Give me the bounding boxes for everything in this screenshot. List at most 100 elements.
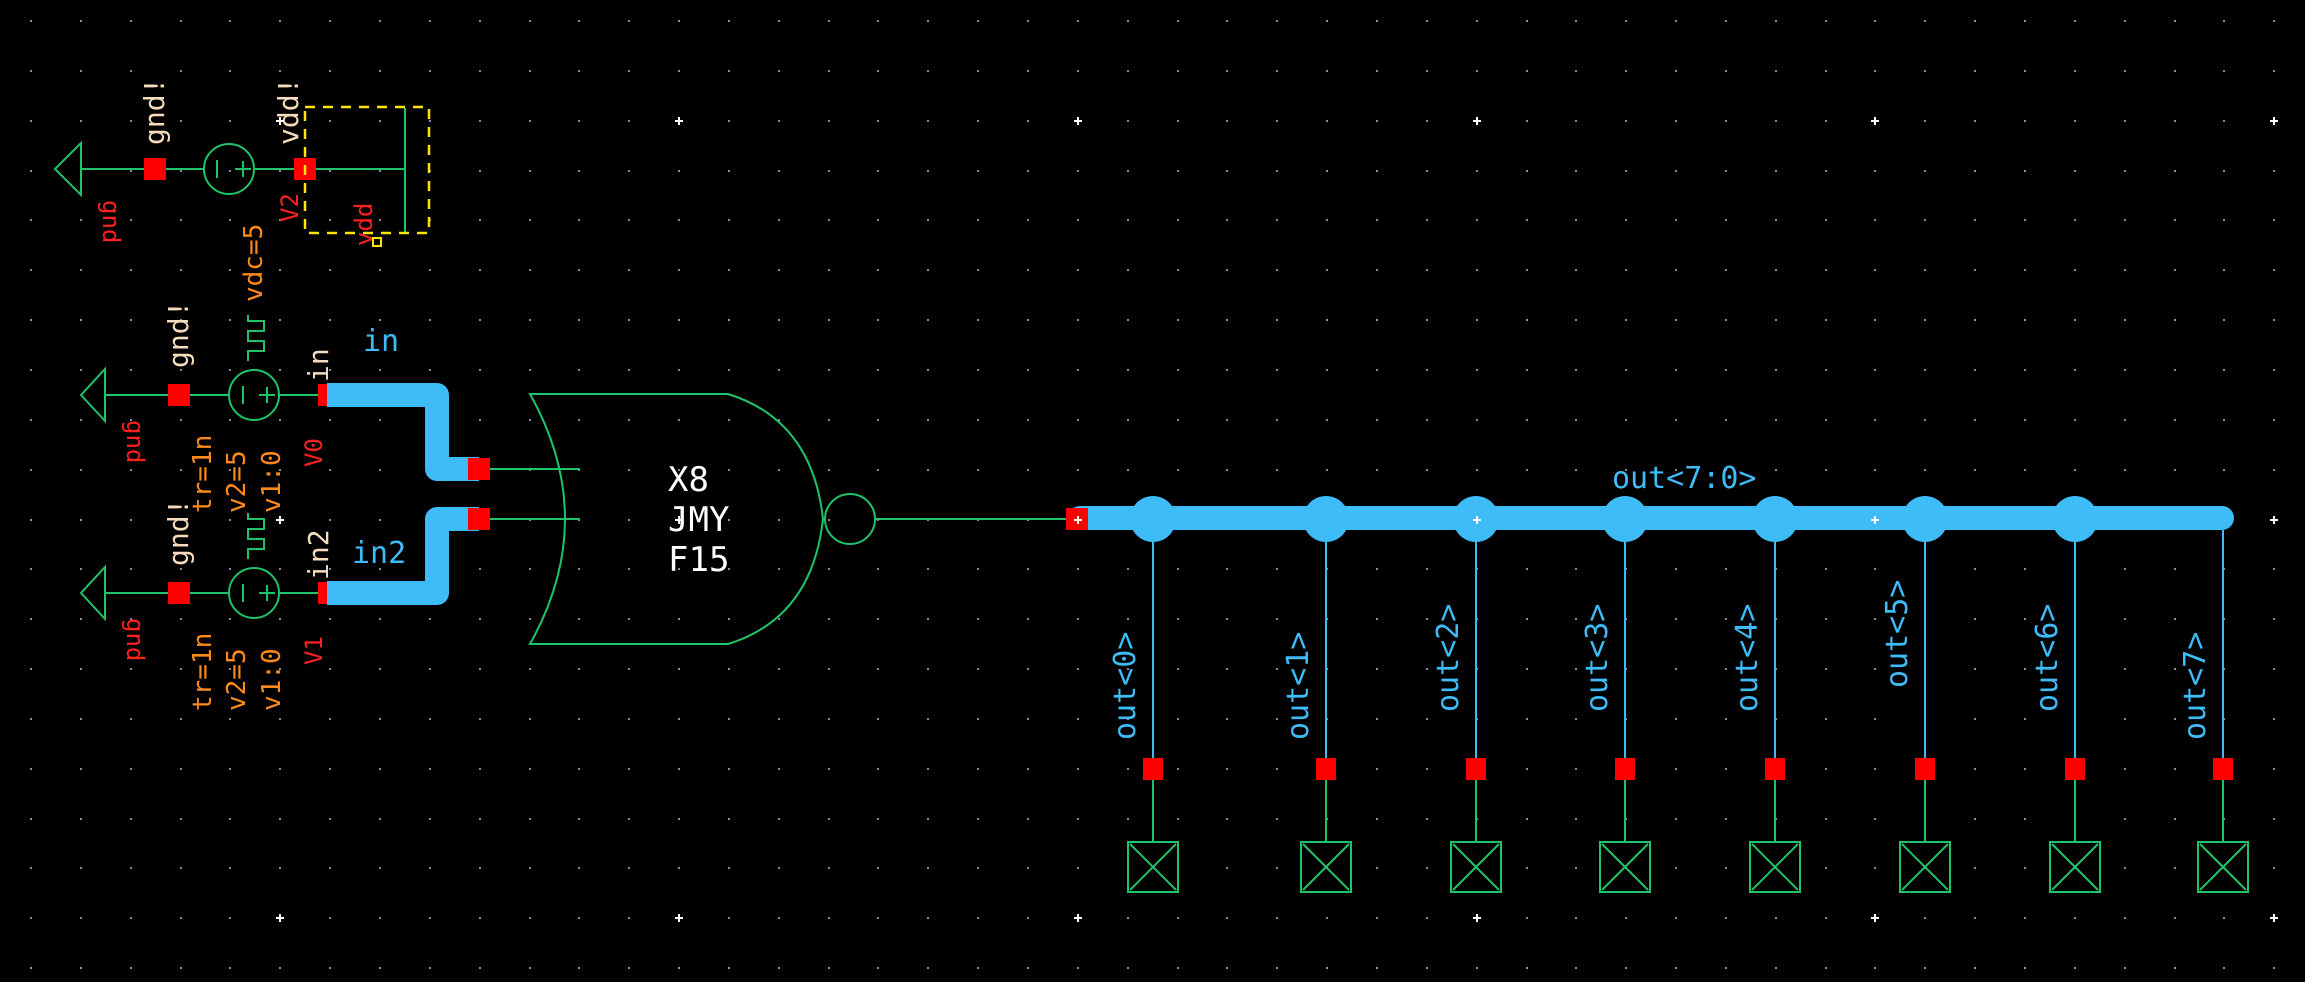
bus-tap-7[interactable]: out<7> xyxy=(2178,530,2249,893)
grid-dot xyxy=(1226,419,1228,421)
grid-dot xyxy=(529,369,531,371)
grid-dot xyxy=(279,867,281,869)
grid-dot xyxy=(2273,369,2275,371)
pin-label-gnd: gnd! xyxy=(138,78,171,145)
pin-out[interactable] xyxy=(2213,758,2233,780)
grid-dot xyxy=(927,768,929,770)
grid-dot xyxy=(229,170,231,172)
grid-dot xyxy=(1526,818,1528,820)
grid-dot xyxy=(229,319,231,321)
grid-dot xyxy=(1625,120,1627,122)
grid-dot xyxy=(1127,419,1129,421)
grid-dot xyxy=(1974,70,1976,72)
grid-dot xyxy=(678,618,680,620)
bus-tap-5[interactable]: out<5> xyxy=(1880,496,1951,893)
nor-gate-x8[interactable]: X8 JMY F15 xyxy=(490,393,1066,645)
pin-out[interactable] xyxy=(1143,758,1163,780)
pin-out[interactable] xyxy=(1466,758,1486,780)
pin-out[interactable] xyxy=(1316,758,1336,780)
grid-dot xyxy=(1426,20,1428,22)
grid-dot xyxy=(1276,369,1278,371)
output-terminal-icon[interactable] xyxy=(1899,841,1951,893)
grid-dot xyxy=(229,369,231,371)
tap-label: out<2> xyxy=(1431,604,1466,712)
grid-dot xyxy=(1077,369,1079,371)
grid-dot xyxy=(1326,967,1328,969)
bus-tap-6[interactable]: out<6> xyxy=(2030,496,2101,893)
gate-lib-name: F15 xyxy=(668,540,729,580)
bus-tap-0[interactable]: out<0> xyxy=(1108,496,1179,893)
grid-dot xyxy=(80,618,82,620)
grid-dot xyxy=(1127,20,1129,22)
output-terminal-icon[interactable] xyxy=(2197,841,2249,893)
pin-gnd[interactable] xyxy=(168,582,190,604)
grid-dot xyxy=(130,219,132,221)
grid-dot xyxy=(828,917,830,919)
output-terminal-icon[interactable] xyxy=(1450,841,1502,893)
grid-dot xyxy=(628,219,630,221)
net-in[interactable] xyxy=(327,383,479,481)
pin-out[interactable] xyxy=(1615,758,1635,780)
grid-major-cross-icon xyxy=(2270,516,2278,524)
grid-dot xyxy=(1874,668,1876,670)
output-terminal-icon[interactable] xyxy=(1127,841,1179,893)
grid-dot xyxy=(30,170,32,172)
grid-dot xyxy=(927,120,929,122)
grid-dot xyxy=(379,718,381,720)
grid-dot xyxy=(1775,319,1777,321)
gate-pin-a[interactable] xyxy=(468,458,490,480)
grid-dot xyxy=(2074,20,2076,22)
grid-major-cross-icon xyxy=(1473,117,1481,125)
grid-dot xyxy=(2223,269,2225,271)
output-terminal-icon[interactable] xyxy=(1749,841,1801,893)
grid-dot xyxy=(1825,967,1827,969)
pin-gnd[interactable] xyxy=(168,384,190,406)
bus-tap-1[interactable]: out<1> xyxy=(1281,496,1352,893)
bus-tap-2[interactable]: out<2> xyxy=(1431,496,1502,893)
gate-pin-b[interactable] xyxy=(468,508,490,530)
grid-dot xyxy=(2024,269,2026,271)
output-terminal-icon[interactable] xyxy=(2049,841,2101,893)
grid-dot xyxy=(1276,867,1278,869)
grid-dot xyxy=(1825,70,1827,72)
output-terminal-icon[interactable] xyxy=(1300,841,1352,893)
grid-dot xyxy=(1127,369,1129,371)
pin-out[interactable] xyxy=(1915,758,1935,780)
bus-tap-4[interactable]: out<4> xyxy=(1730,496,1801,893)
grid-dot xyxy=(2124,120,2126,122)
pin-out[interactable] xyxy=(1765,758,1785,780)
pin-out[interactable] xyxy=(2065,758,2085,780)
grid-dot xyxy=(329,618,331,620)
grid-dot xyxy=(2074,917,2076,919)
grid-dot xyxy=(1675,818,1677,820)
grid-dot xyxy=(1177,618,1179,620)
grid-dot xyxy=(1874,170,1876,172)
grid-dot xyxy=(678,818,680,820)
net-in2[interactable] xyxy=(327,507,479,605)
grid-dot xyxy=(977,419,979,421)
grid-dot xyxy=(578,219,580,221)
grid-dot xyxy=(628,867,630,869)
grid-dot xyxy=(1127,120,1129,122)
grid-dot xyxy=(1226,319,1228,321)
grid-dot xyxy=(379,120,381,122)
grid-dot xyxy=(578,269,580,271)
grid-dot xyxy=(2024,419,2026,421)
output-bus[interactable]: out<7:0> xyxy=(1066,461,2234,530)
supply-source-v2[interactable]: gnd! vdd! gnd V2 vdd vdc=5 xyxy=(53,78,431,302)
output-terminal-icon[interactable] xyxy=(1599,841,1651,893)
grid-dot xyxy=(977,618,979,620)
grid-dot xyxy=(2024,219,2026,221)
grid-dot xyxy=(1177,469,1179,471)
grid-dot xyxy=(1376,818,1378,820)
bus-tap-3[interactable]: out<3> xyxy=(1580,496,1651,893)
grid-dot xyxy=(80,120,82,122)
pin-gnd[interactable] xyxy=(144,158,166,180)
grid-dot xyxy=(977,219,979,221)
grid-dot xyxy=(2024,170,2026,172)
grid-dot xyxy=(1924,319,1926,321)
